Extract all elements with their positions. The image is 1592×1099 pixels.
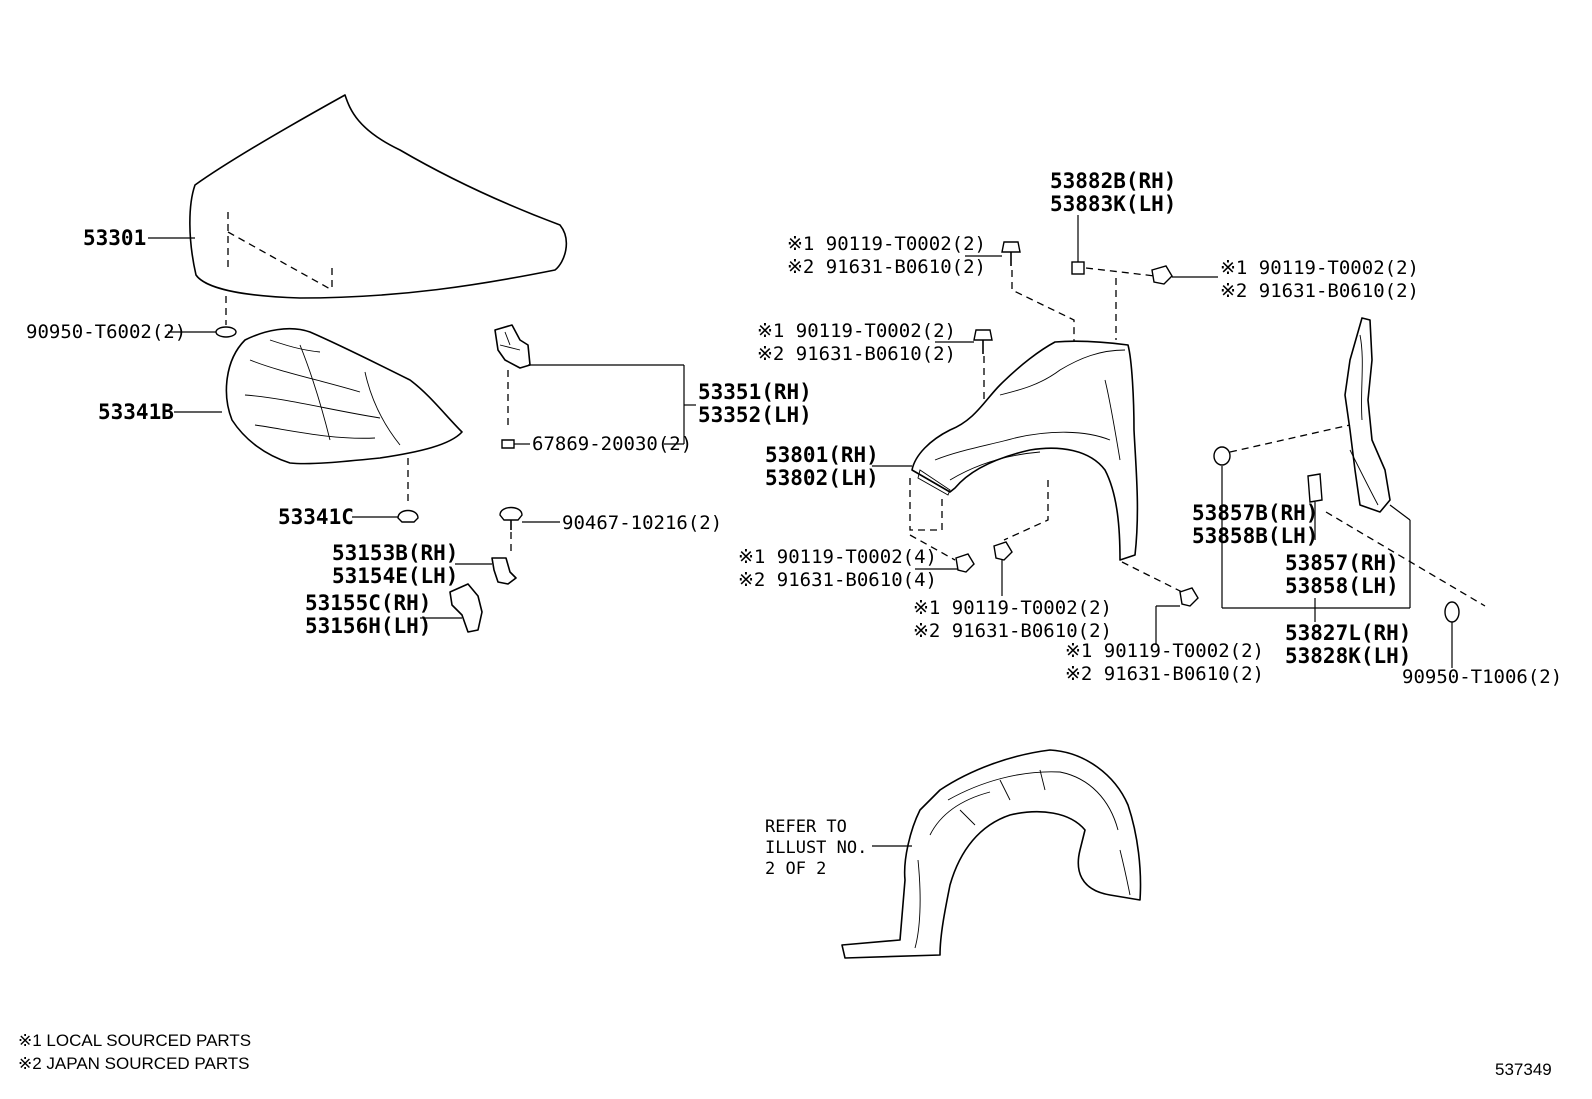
label-bolt-a2: ※2 91631-B0610(2) [787,256,986,278]
clip-90467-part [499,506,523,521]
label-bolt-d2: ※2 91631-B0610(4) [738,569,937,591]
label-panel-lh: 53828K(LH) [1285,644,1411,668]
seal-part [1213,446,1231,466]
footnote-japan: ※2 JAPAN SOURCED PARTS [18,1054,250,1073]
label-hood: 53301 [83,226,146,250]
bracket-part [1071,261,1085,275]
label-bolt-f2: ※2 91631-B0610(2) [1065,663,1264,685]
label-fender-lh: 53802(LH) [765,466,879,490]
dash-seal-a [1229,424,1351,453]
cushion-t1006-part [1444,601,1460,623]
refer-line-1: REFER TO [765,817,847,837]
hinge-bolt-part [501,439,515,449]
label-panel-rh: 53827L(RH) [1285,621,1411,645]
label-bolt-d1: ※1 90119-T0002(4) [738,546,937,568]
hood-panel [189,94,568,299]
refer-line-3: 2 OF 2 [765,859,826,879]
label-fender-rh: 53801(RH) [765,443,879,467]
label-support-rh: 53155C(RH) [305,591,431,615]
bolt-f-part [1179,587,1199,607]
label-protector-lh: 53858(LH) [1285,574,1399,598]
fender-liner-panel [1344,317,1391,513]
label-hinge-lh: 53352(LH) [698,403,812,427]
hood-hinge [494,324,531,369]
label-bracket-rh: 53882B(RH) [1050,169,1176,193]
label-bracket-lh: 53883K(LH) [1050,192,1176,216]
dash-bolt-d [909,534,956,561]
label-seal-rh: 53857B(RH) [1192,501,1318,525]
hood-lock [491,557,517,585]
protector-part [1307,473,1323,503]
dash-cushion-t1006 [1325,511,1486,607]
fender-liner [841,749,1142,959]
label-bolt-e1: ※1 90119-T0002(2) [913,597,1112,619]
bolt-e-part [993,541,1013,561]
label-bolt-c2: ※2 91631-B0610(2) [757,343,956,365]
label-lock-rh: 53153B(RH) [332,541,458,565]
label-hinge-rh: 53351(RH) [698,380,812,404]
label-bolt-e2: ※2 91631-B0610(2) [913,620,1112,642]
dash-fender-lower-left [909,478,943,531]
dash-bolt-a [1011,270,1075,342]
label-bolt-b2: ※2 91631-B0610(2) [1220,280,1419,302]
label-cushion-t1006: 90950-T1006(2) [1402,666,1562,688]
dash-bracket-bolt [1085,267,1156,277]
label-bolt-a1: ※1 90119-T0002(2) [787,233,986,255]
bolt-b-part [1151,265,1173,285]
label-hinge-bolt: 67869-20030(2) [532,433,692,455]
label-insulator-clip: 53341C [278,505,354,529]
bolt-a-part [1001,241,1021,253]
label-lock-lh: 53154E(LH) [332,564,458,588]
hood-insulator [225,327,463,465]
bolt-d-part [955,553,975,573]
label-clip-90467: 90467-10216(2) [562,512,722,534]
dash-bolt-f [1121,561,1183,593]
illustration-number: 537349 [1495,1060,1552,1079]
front-fender [911,340,1139,561]
label-insulator: 53341B [98,400,174,424]
label-bolt-f1: ※1 90119-T0002(2) [1065,640,1264,662]
insulator-clip-part [397,509,419,523]
label-support-lh: 53156H(LH) [305,614,431,638]
dash-bolt-e [1003,480,1049,541]
lock-support [449,583,483,633]
label-bolt-c1: ※1 90119-T0002(2) [757,320,956,342]
hood-cushion-part [215,326,237,338]
leader-panel-diag [1389,504,1411,521]
bolt-c-part [973,329,993,341]
label-hood-cushion: 90950-T6002(2) [26,321,186,343]
label-seal-lh: 53858B(LH) [1192,524,1318,548]
label-bolt-b1: ※1 90119-T0002(2) [1220,257,1419,279]
refer-line-2: ILLUST NO. [765,838,867,858]
footnote-local: ※1 LOCAL SOURCED PARTS [18,1031,251,1050]
label-protector-rh: 53857(RH) [1285,551,1399,575]
